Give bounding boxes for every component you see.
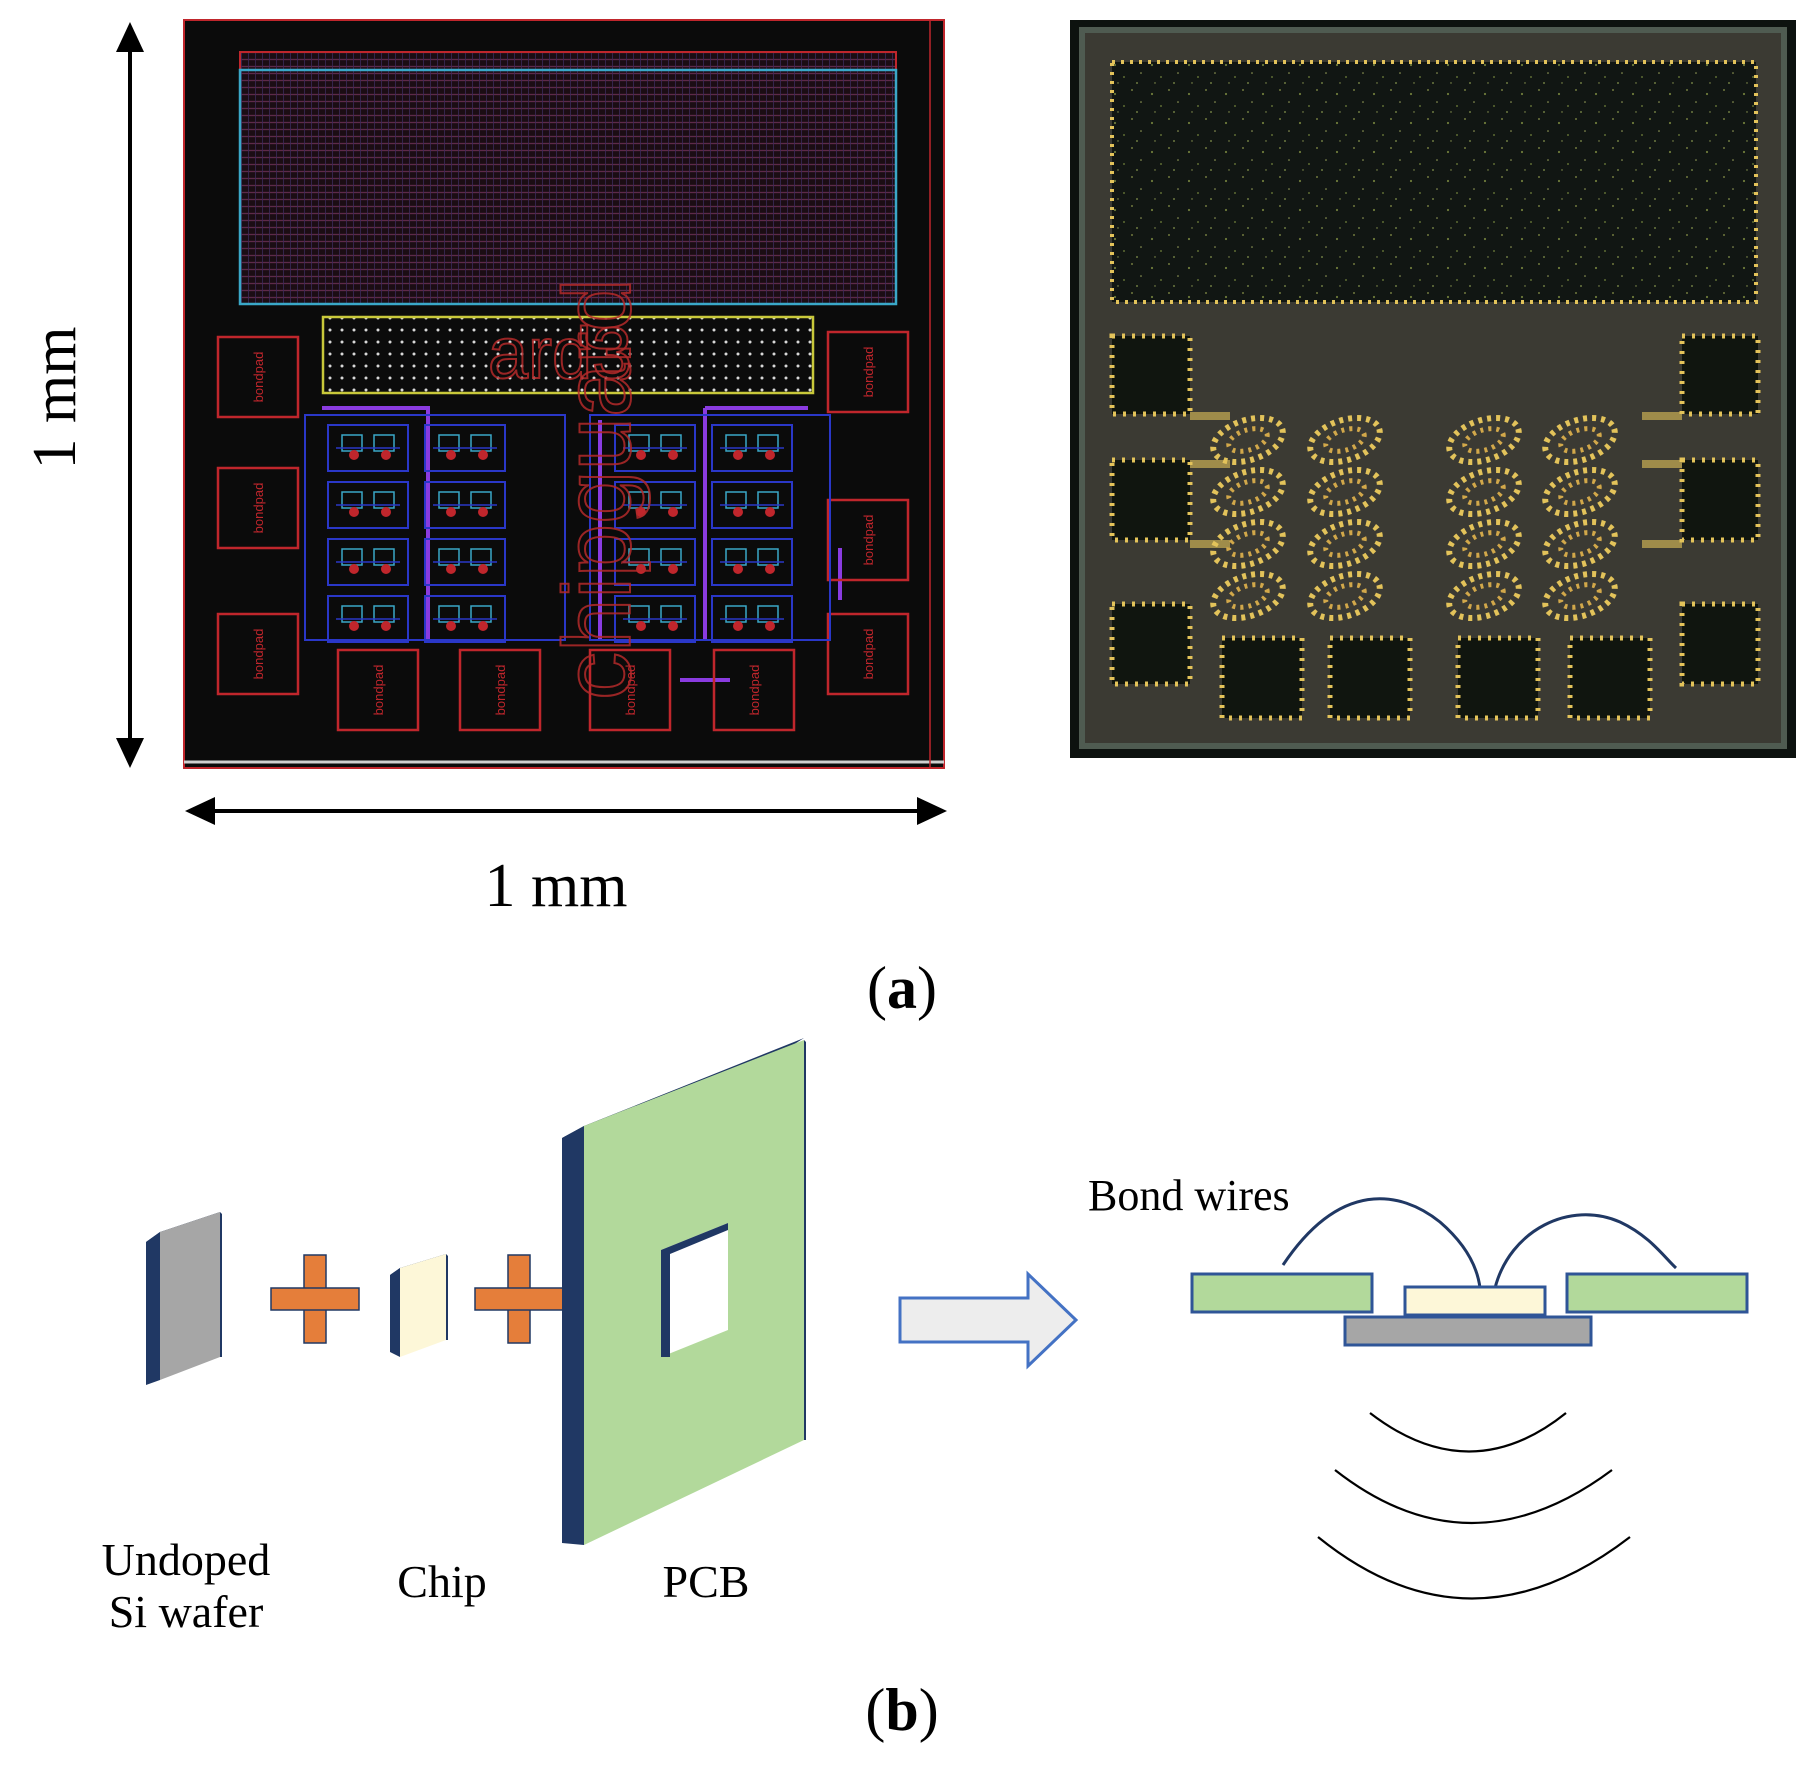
chip-part: [390, 1254, 448, 1357]
bondpad-label: bondpad: [861, 347, 876, 398]
watermark-vertical: chipguard: [544, 278, 651, 700]
bondpad-label: bondpad: [861, 629, 876, 680]
inductor-coil: [1210, 414, 1286, 622]
photo-bondpad: [1679, 457, 1761, 543]
photo-bondpad: [1567, 635, 1653, 721]
bondpad-label: bondpad: [251, 352, 266, 403]
dimension-label-vertical: 1 mm: [21, 327, 89, 470]
bondpad: bondpad: [826, 330, 910, 414]
photo-bondpad: [1327, 635, 1413, 721]
chip-photo: [1070, 20, 1796, 758]
pcb-window: [661, 1223, 728, 1357]
photo-bondpad: [1109, 601, 1193, 687]
bondpad-group: bondpad bondpad bondpad bondpad bondpad bondp…: [216, 330, 910, 732]
bondpad: bondpad: [588, 648, 672, 732]
bondpad: bondpad: [458, 648, 542, 732]
panel-b-label: (b): [865, 1677, 938, 1743]
transistor-cell: [711, 595, 793, 643]
bondpad: bondpad: [336, 648, 420, 732]
bondpad-label: bondpad: [623, 665, 638, 716]
inductor-coil: [1307, 414, 1383, 622]
part-label-si-wafer-line2: Si wafer: [109, 1586, 264, 1637]
transistor-cell: [424, 481, 506, 529]
part-label-chip: Chip: [397, 1556, 486, 1607]
plus-sign-2: [474, 1254, 564, 1344]
chip-section: [1403, 1285, 1547, 1317]
chip-layout-view: [183, 19, 945, 769]
bondpad: bondpad: [216, 466, 300, 550]
transistor-cell: [711, 538, 793, 586]
bondpad: bondpad: [826, 498, 910, 582]
si-wafer-part: [146, 1212, 222, 1385]
transistor-cell-array: [304, 414, 831, 643]
transistor-cell: [711, 424, 793, 472]
assembly-arrow: [898, 1270, 1079, 1370]
inductor-coil: [1542, 414, 1618, 622]
dimension-label-horizontal: 1 mm: [485, 852, 628, 920]
transistor-cell: [424, 595, 506, 643]
transistor-cell: [327, 538, 409, 586]
transistor-cell: [614, 481, 696, 529]
metal-fill-region: [239, 51, 897, 305]
via-array-box: [321, 315, 815, 395]
inductor-coil: [1446, 414, 1522, 622]
bond-wire-left: [1281, 1197, 1482, 1289]
transistor-cell: [327, 424, 409, 472]
bondpad-label: bondpad: [371, 665, 386, 716]
pcb-section-left: [1190, 1272, 1374, 1314]
bond-wire-right: [1493, 1213, 1678, 1289]
bondpad-label: bondpad: [747, 665, 762, 716]
bondpad-label: bondpad: [861, 515, 876, 566]
plus-sign-1: [270, 1254, 360, 1344]
dimension-arrow-horizontal: [185, 797, 947, 825]
pcb-section-right: [1565, 1272, 1749, 1314]
bondpad: bondpad: [826, 612, 910, 696]
transistor-cell: [614, 595, 696, 643]
transistor-cell: [327, 481, 409, 529]
photo-bondpad: [1455, 635, 1541, 721]
dimension-arrow-vertical: [116, 22, 144, 768]
bondpad-label: bondpad: [493, 665, 508, 716]
part-label-si-wafer: Undoped: [102, 1534, 271, 1585]
photo-bondpad: [1109, 457, 1193, 543]
photo-bondpad: [1679, 333, 1761, 417]
transistor-cell: [711, 481, 793, 529]
photo-bondpad: [1219, 635, 1305, 721]
transistor-cell: [424, 538, 506, 586]
panel-a-label: (a): [867, 955, 937, 1021]
transistor-cell: [614, 424, 696, 472]
transistor-cell: [424, 424, 506, 472]
bond-wires-label: Bond wires: [1088, 1171, 1290, 1220]
bondpad: bondpad: [712, 648, 796, 732]
part-label-pcb: PCB: [663, 1556, 750, 1607]
radiation-wave-icon: [1317, 1412, 1631, 1600]
photo-bondpad: [1109, 333, 1193, 417]
watermark-chip-id: ard3: [488, 314, 632, 394]
bondpad: bondpad: [216, 335, 300, 419]
transistor-cell: [327, 595, 409, 643]
wafer-section: [1343, 1315, 1593, 1347]
bondpad-label: bondpad: [251, 629, 266, 680]
bondpad: bondpad: [216, 612, 300, 696]
cross-section: [1190, 1197, 1749, 1347]
photo-bondpad: [1679, 601, 1761, 687]
pcb-part: [562, 1038, 806, 1545]
bondpad-label: bondpad: [251, 483, 266, 534]
transistor-cell: [614, 538, 696, 586]
